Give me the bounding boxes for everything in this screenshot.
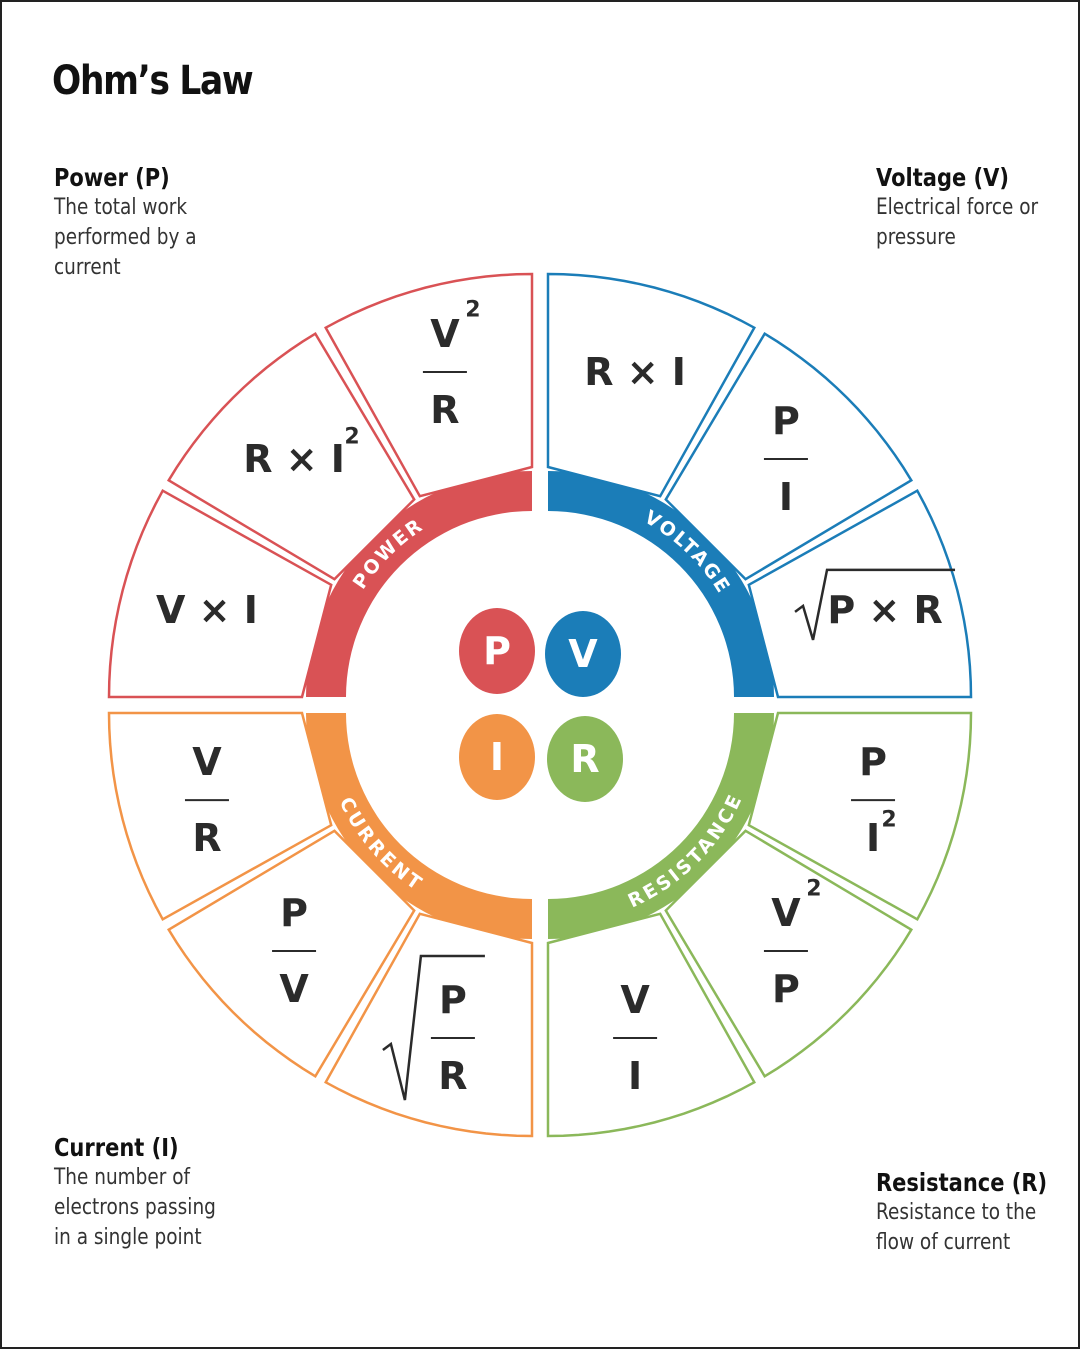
center-letter-voltage: V: [568, 632, 598, 676]
formula-text: R × I: [243, 437, 345, 481]
ring-segment-resistance: [548, 713, 774, 939]
formula-superscript: 2: [465, 297, 480, 322]
formula-wedge: [747, 711, 973, 921]
formula-superscript: 2: [806, 876, 821, 901]
formula-cell: V × I: [107, 489, 333, 699]
legend-current-line: The number of: [54, 1165, 191, 1190]
legend-power-line: The total work: [54, 195, 188, 220]
legend-current-line: in a single point: [54, 1225, 202, 1250]
legend-current-line: electrons passing: [54, 1195, 216, 1220]
formula-denominator: R: [192, 816, 221, 860]
formula-numerator: V: [620, 978, 650, 1022]
formula-wedge: [747, 489, 973, 699]
center-circle-voltage: [545, 611, 621, 697]
legend-power-heading: Power (P): [54, 163, 170, 192]
formula-numerator: P: [859, 740, 887, 784]
legend-voltage-line: Electrical force or: [876, 195, 1039, 220]
center-letter-current: I: [490, 735, 504, 779]
formula-cell: PV: [166, 829, 416, 1079]
legend-resistance-line: flow of current: [876, 1230, 1011, 1255]
formula-denominator: R: [430, 388, 459, 432]
formula-wedge: [107, 489, 333, 699]
formula-wedge: [664, 331, 914, 581]
formula-denominator: P: [772, 967, 800, 1011]
formula-wedge: [324, 272, 534, 498]
formula-numerator: P: [439, 978, 467, 1022]
legend-resistance: Resistance (R) Resistance to the flow of…: [876, 1168, 1061, 1258]
legend-voltage-heading: Voltage (V): [876, 163, 1009, 192]
formula-cell: PR: [324, 912, 534, 1138]
formula-denominator: I: [779, 475, 793, 519]
formula-denominator: V: [279, 967, 309, 1011]
formula-wedge: [664, 829, 914, 1079]
formula-denominator: I: [628, 1054, 642, 1098]
formula-wedge: [546, 272, 756, 498]
formula-numerator: V: [192, 740, 222, 784]
formula-cell: PI: [664, 331, 914, 581]
page-title: Ohm’s Law: [52, 58, 254, 104]
formula-wedge: [107, 711, 333, 921]
legend-power-line: performed by a: [54, 225, 197, 250]
formula-wedge: [166, 829, 416, 1079]
center-circle-power: [459, 608, 535, 694]
ring-segment-voltage: [548, 471, 774, 697]
formula-cell: V2R: [324, 272, 534, 498]
legend-power-line: current: [54, 255, 121, 280]
center-letter-resistance: R: [570, 737, 599, 781]
formula-denominator: R: [438, 1054, 467, 1098]
formula-wedge: [324, 912, 534, 1138]
legend-resistance-line: Resistance to the: [876, 1200, 1037, 1225]
sqrt-symbol: [794, 568, 956, 641]
formula-cell: R × I: [546, 272, 756, 498]
formula-wedge: [166, 331, 416, 581]
legend-current: Current (I) The number of electrons pass…: [54, 1133, 222, 1253]
formula-cell: P × R: [747, 489, 973, 699]
formula-cell: VI: [546, 912, 756, 1138]
formula-text: R × I: [584, 350, 686, 394]
legend-resistance-heading: Resistance (R): [876, 1168, 1048, 1197]
ring-segment-power: [306, 471, 532, 697]
formula-superscript: 2: [881, 808, 896, 833]
formula-cell: VR: [107, 711, 333, 921]
formula-numerator: P: [772, 399, 800, 443]
formula-numerator: V: [430, 312, 460, 356]
formula-text: P × R: [827, 588, 942, 632]
legend-current-heading: Current (I): [54, 1133, 179, 1162]
legend-voltage-line: pressure: [876, 225, 956, 250]
center-circle-current: [459, 714, 535, 800]
formula-cell: V2P: [664, 829, 914, 1079]
formula-numerator: P: [280, 891, 308, 935]
formula-superscript: 2: [344, 425, 359, 450]
formula-denominator: I: [866, 816, 880, 860]
ring-segment-current: [306, 713, 532, 939]
sqrt-symbol: [382, 954, 485, 1101]
center-badges: P V I R: [459, 608, 623, 802]
formula-numerator: V: [771, 891, 801, 935]
legend-power: Power (P) The total work performed by a …: [54, 163, 214, 283]
center-letter-power: P: [483, 629, 511, 673]
formula-wedge: [546, 912, 756, 1138]
center-circle-resistance: [547, 716, 623, 802]
formula-text: V × I: [156, 588, 258, 632]
legend-voltage: Voltage (V) Electrical force or pressure: [876, 163, 1044, 253]
